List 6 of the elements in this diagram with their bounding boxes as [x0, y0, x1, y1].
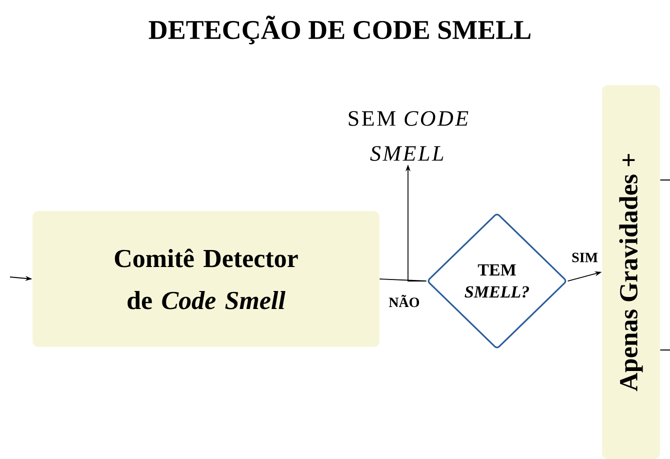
edge-label: NÃO [388, 294, 421, 308]
stage-bar: Apenas Gravidades + [602, 85, 660, 459]
outcome-text: SEM CODE SMELL [348, 111, 468, 161]
process-box: Comitê Detector de Code Smell [32, 211, 380, 347]
edge-label: SIM [570, 252, 600, 264]
title: DETECÇÃO DE CODE SMELL [148, 16, 530, 44]
